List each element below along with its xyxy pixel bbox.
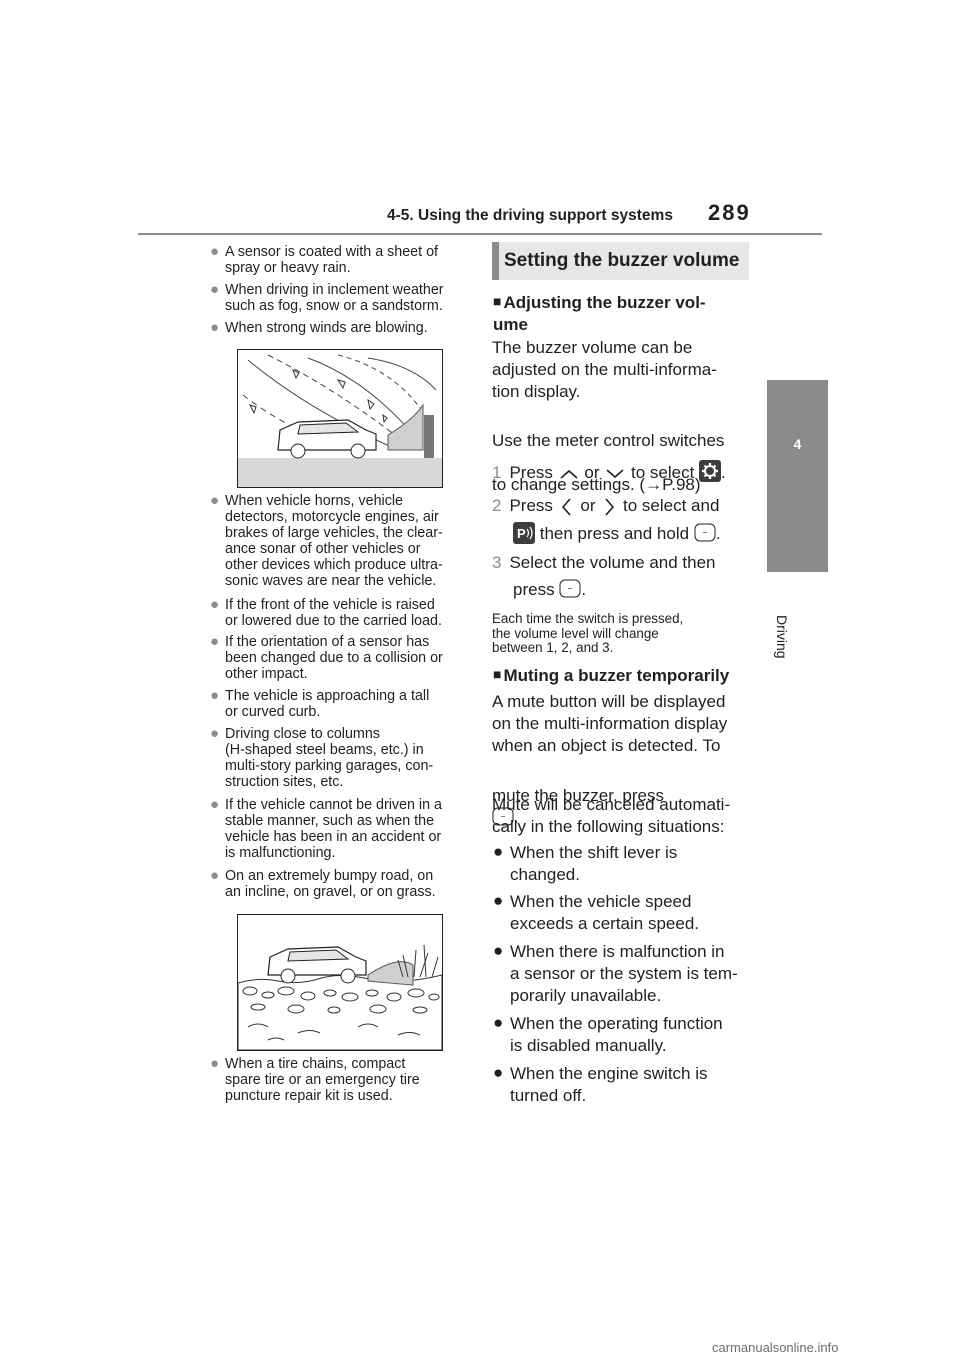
chevron-right-icon: [605, 497, 615, 516]
bullet-icon: ●: [210, 319, 220, 336]
list-item: ● When strong winds are blowing.: [210, 319, 428, 337]
paragraph: A mute button will be displayed on the m…: [492, 692, 728, 755]
paragraph: The buzzer volume can be adjusted on the…: [492, 338, 717, 401]
bullet-icon: ●: [210, 243, 220, 260]
ok-button-icon: [492, 807, 514, 826]
bullet-icon: ●: [210, 492, 220, 509]
watermark: carmanualsonline.info: [712, 1340, 839, 1355]
list-item: ● If the front of the vehicle is raised …: [210, 596, 442, 630]
section-heading: Setting the buzzer volume: [504, 250, 740, 271]
bullet-icon: ●: [210, 281, 220, 298]
list-item: ● Driving close to columns (H-shaped ste…: [210, 725, 434, 791]
subheading-adjust: ■Adjusting the buzzer vol- ume: [493, 293, 706, 334]
paragraph-line: mute the buzzer, press .: [492, 786, 664, 827]
list-item: ● The vehicle is approaching a tall or c…: [210, 687, 430, 721]
bumpy-road-car-image: [237, 944, 443, 1051]
parking-sensor-icon: P: [513, 522, 535, 544]
step-3-continued: press .: [513, 579, 587, 599]
paragraph: Use the meter control switches to change…: [492, 431, 725, 494]
bullet-icon: ●: [210, 596, 220, 613]
svg-text:P: P: [517, 526, 526, 541]
bullet-icon: ●: [210, 1055, 220, 1072]
chapter-label: Driving: [774, 615, 790, 659]
list-item: ● If the vehicle cannot be driven in a s…: [210, 796, 442, 862]
list-item: ● A sensor is coated with a sheet of spr…: [210, 243, 438, 277]
list-item: ● When the engine switch is turned off.: [493, 1063, 708, 1105]
list-item: ● When driving in inclement weather such…: [210, 281, 444, 315]
subheading-mute: ■Muting a buzzer temporarily: [493, 666, 730, 685]
list-item: ● When vehicle horns, vehicle detectors,…: [210, 492, 443, 590]
bullet-icon: ●: [210, 633, 220, 650]
chevron-down-icon: [606, 468, 624, 478]
arrow-icon: →: [645, 475, 663, 494]
page-number: 289: [708, 200, 751, 225]
chapter-tab: [767, 380, 828, 572]
list-item: ● When the operating function is disable…: [493, 1013, 723, 1055]
ok-button-icon: [559, 579, 581, 598]
bullet-icon: ●: [493, 842, 504, 861]
wind-illustration: [237, 349, 443, 488]
list-item: ● When the shift lever is changed.: [493, 842, 678, 884]
square-bullet-icon: ■: [493, 293, 502, 309]
section-title: 4-5. Using the driving support systems: [387, 207, 673, 224]
list-item: ● On an extremely bumpy road, on an incl…: [210, 867, 436, 901]
chapter-number: 4: [793, 436, 802, 452]
bullet-icon: ●: [210, 687, 220, 704]
page-reference[interactable]: P.98): [662, 475, 701, 494]
bullet-icon: ●: [210, 796, 220, 813]
list-item: ● When there is malfunction in a sensor …: [493, 941, 738, 1005]
list-item: ● When a tire chains, compact spare tire…: [210, 1055, 420, 1105]
gear-icon: [699, 460, 722, 482]
wind-car-image: [238, 354, 442, 487]
step-2-continued: P then press and hold .: [513, 522, 721, 545]
paragraph: Mute will be canceled automati- cally in…: [492, 795, 731, 836]
bullet-icon: ●: [493, 891, 504, 910]
section-heading-box: [492, 242, 749, 280]
list-item: ● When the vehicle speed exceeds a certa…: [493, 891, 700, 933]
ok-button-icon: [694, 523, 716, 542]
square-bullet-icon: ■: [493, 666, 502, 682]
header-rule: [138, 233, 822, 235]
note: Each time the switch is pressed, the vol…: [492, 611, 684, 655]
chevron-up-icon: [560, 469, 578, 479]
bullet-icon: ●: [493, 1063, 504, 1082]
bullet-icon: ●: [493, 1013, 504, 1032]
bullet-icon: ●: [493, 941, 504, 960]
chevron-left-icon: [561, 497, 571, 516]
bullet-icon: ●: [210, 725, 220, 742]
bumpy-road-illustration: [237, 914, 443, 1051]
bullet-icon: ●: [210, 867, 220, 884]
list-item: ● If the orientation of a sensor has bee…: [210, 633, 443, 683]
